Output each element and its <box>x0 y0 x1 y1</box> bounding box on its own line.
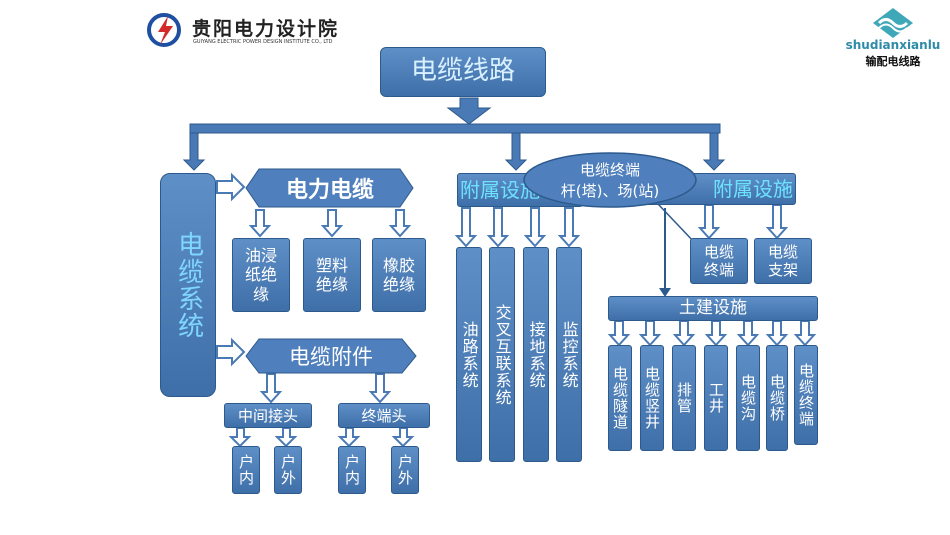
facility-system-cross: 交叉互联系统 <box>489 247 515 462</box>
facility-system-oil: 油路系统 <box>456 247 482 462</box>
callout-bubble <box>523 152 697 208</box>
indoor-node-1: 户内 <box>232 446 260 494</box>
middle-joint-node: 中间接头 <box>224 403 312 428</box>
root-node: 电缆线路 <box>380 47 546 97</box>
accessories-shape <box>245 338 417 374</box>
lightning-logo-icon <box>147 13 181 47</box>
callout-line-2: 杆(塔)、场(站) <box>560 182 660 200</box>
wave-logo-icon <box>873 8 913 38</box>
brand-name: shudianxianlu <box>845 38 941 52</box>
brand-logo: shudianxianlu 输配电线路 <box>843 5 943 68</box>
insulation-rubber: 橡胶绝缘 <box>372 238 426 312</box>
accessories-label: 电缆附件 <box>289 345 373 369</box>
facility-system-monitor: 监控系统 <box>556 247 582 462</box>
insulation-plastic: 塑料绝缘 <box>303 238 361 312</box>
facility-system-ground: 接地系统 <box>523 247 549 462</box>
power-cable-shape <box>245 168 414 208</box>
power-cable-label: 电力电缆 <box>285 178 374 203</box>
civil-item-duct: 排管 <box>672 345 696 451</box>
outdoor-node-1: 户外 <box>274 446 302 494</box>
civil-item-trench: 电缆沟 <box>736 345 760 451</box>
insulation-oil-paper: 油浸纸绝缘 <box>232 238 290 312</box>
indoor-node-2: 户内 <box>338 446 366 494</box>
callout-line-1: 电缆终端 <box>579 161 640 179</box>
terminal-node: 电缆终端 <box>690 238 748 284</box>
org-logo: 贵阳电力设计院 GUIYANG ELECTRIC POWER DESIGN IN… <box>146 12 366 48</box>
org-name-en: GUIYANG ELECTRIC POWER DESIGN INSTITUTE … <box>193 39 333 45</box>
org-name: 贵阳电力设计院 <box>192 18 340 40</box>
civil-node: 土建设施 <box>608 296 818 321</box>
bracket-node: 电缆支架 <box>754 238 812 284</box>
cable-system-node: 电缆系统 <box>160 173 216 397</box>
outdoor-node-2: 户外 <box>391 446 419 494</box>
civil-item-bridge: 电缆桥 <box>766 345 788 451</box>
civil-item-terminal: 电缆终端 <box>794 345 818 445</box>
civil-item-tunnel: 电缆隧道 <box>608 345 632 451</box>
brand-tag: 输配电线路 <box>865 55 921 68</box>
terminal-head-node: 终端头 <box>338 403 430 428</box>
civil-item-shaft: 电缆竖井 <box>640 345 664 451</box>
civil-item-manhole: 工井 <box>704 345 728 451</box>
